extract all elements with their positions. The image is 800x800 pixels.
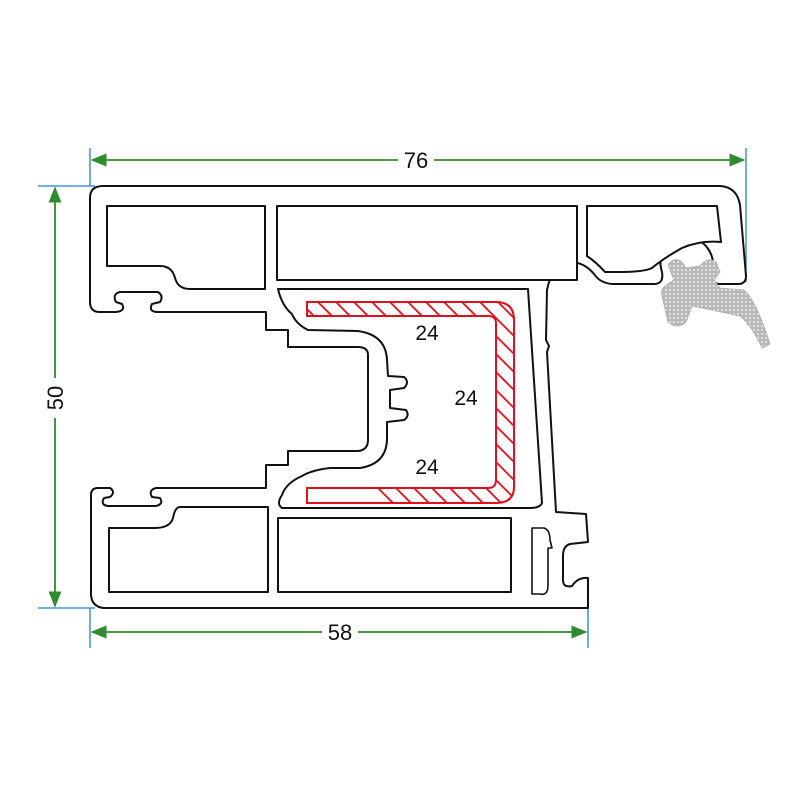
reinforcement-chamber [277,288,543,509]
hatch-line [684,290,800,520]
chamber-bottom-middle [277,517,512,593]
chamber-bottom-right [531,527,553,596]
hatch-line [738,290,800,520]
width-dimension-label: 76 [404,148,428,173]
extension-lines [38,148,747,648]
dimension-width-76: 76 [90,148,746,173]
dimension-width-58: 58 [90,620,588,645]
gasket-seal [661,259,771,349]
frame-width-dimension-label: 58 [328,620,352,645]
hatch-line [594,290,800,520]
chamber-top-right [586,205,722,273]
chamber-top-middle [276,205,578,281]
hatch-line [576,290,800,520]
height-dimension-label: 50 [43,386,68,410]
hatch-line [522,290,752,520]
hatch-line [648,290,800,520]
hatch-line [630,290,800,520]
reinforcement-side-label: 24 [454,387,478,410]
hatch-line [612,290,800,520]
hatch-line [666,290,800,520]
hatch-line [467,302,514,503]
reinforcement-bottom-label: 24 [415,456,439,479]
reinforcement-top-label: 24 [415,322,439,345]
chamber-top-left [106,205,266,290]
dimension-height-50: 50 [43,186,68,608]
chamber-bottom-left [108,506,269,593]
hatch-line [540,290,770,520]
